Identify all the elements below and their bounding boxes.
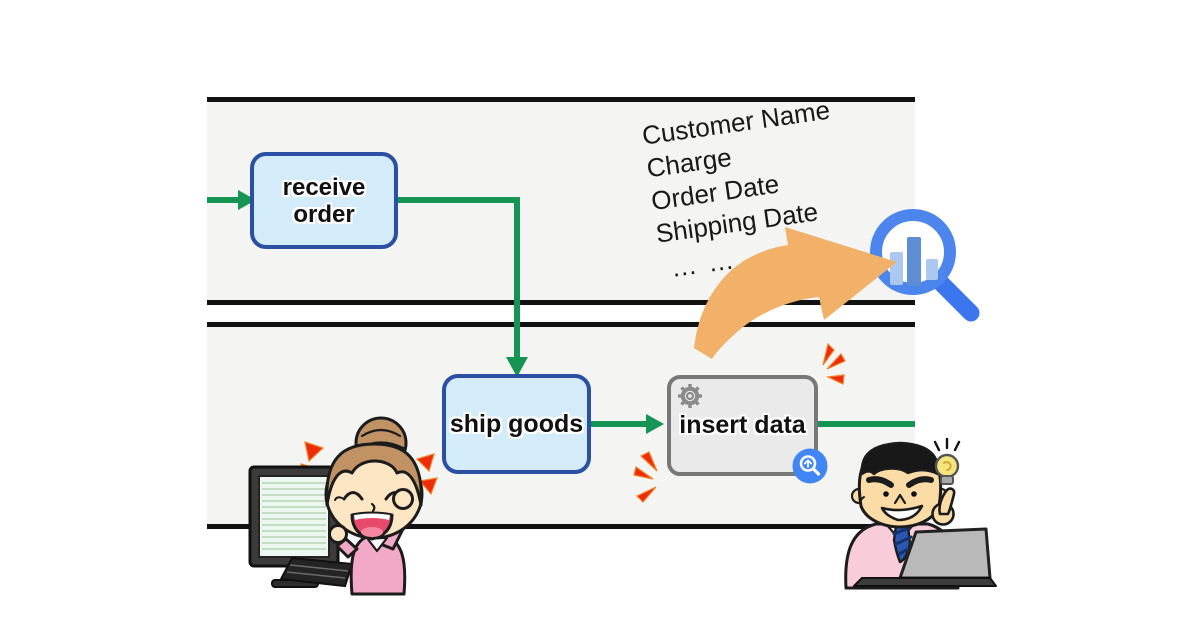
sweater-body <box>349 535 407 596</box>
task-receive-order: receive order <box>250 152 398 249</box>
extracted-data-fields-list: Customer Name Charge Order Date Shipping… <box>640 94 851 287</box>
task-label: receive order <box>282 173 366 228</box>
laptop <box>853 527 997 587</box>
lightbulb-icon <box>933 437 961 485</box>
task-label: insert data <box>679 411 806 439</box>
task-insert-data: insert data <box>667 375 828 484</box>
bar-right <box>926 259 938 280</box>
sweater-arm-left <box>335 537 359 559</box>
zoom-plus-badge-icon <box>792 448 828 484</box>
keyboard <box>279 556 354 588</box>
tie <box>892 524 913 564</box>
shirt-body <box>844 522 960 590</box>
task-ship-goods: ship goods <box>442 374 591 474</box>
task-label: ship goods <box>449 409 584 438</box>
gear-icon <box>678 384 702 408</box>
collar <box>365 536 389 553</box>
pointing-hand <box>931 487 956 526</box>
